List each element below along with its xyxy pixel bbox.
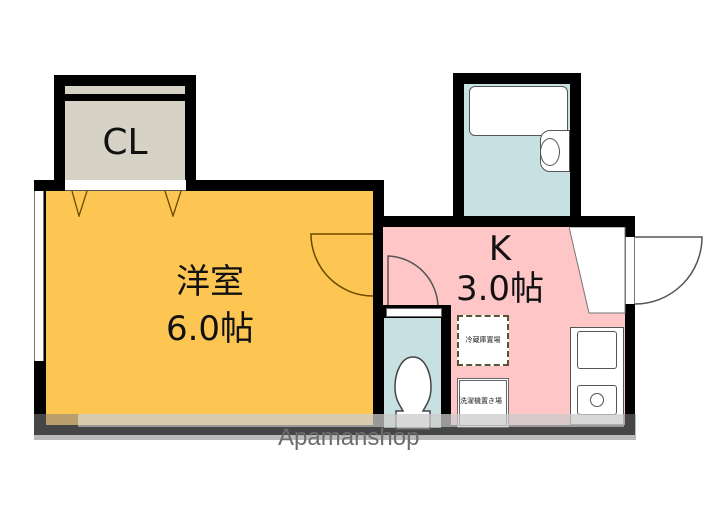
western-room: [46, 191, 373, 425]
fridge-space: [457, 315, 509, 366]
washbasin-bowl: [540, 138, 560, 166]
closet-folding-door-icon: [71, 191, 182, 217]
sink: [577, 331, 617, 369]
western-room-door-swing-icon: [310, 233, 374, 297]
western-room-size: 6.0帖: [165, 309, 255, 349]
kitchen-size: 3.0帖: [455, 269, 545, 309]
bathtub: [469, 86, 568, 136]
fridge-space-label: 冷蔵庫置場: [465, 336, 501, 344]
closet-label: CL: [102, 122, 148, 163]
closet-shelf: [65, 86, 185, 94]
western-room-name: 洋室: [176, 262, 244, 302]
toilet-door-swing-icon: [387, 255, 439, 309]
entrance-area: [569, 227, 626, 314]
toilet-door: [386, 308, 442, 317]
entrance-door-opening: [625, 237, 635, 304]
entrance-door-swing-icon: [634, 236, 703, 305]
kitchen-name: K: [488, 229, 512, 269]
stove-burner-icon: [590, 393, 604, 407]
closet-interior: [65, 101, 185, 181]
closet-door-opening: [65, 180, 186, 191]
watermark-band: [34, 414, 636, 440]
left-window: [34, 191, 44, 361]
washer-space-label: 洗濯機置き場: [460, 397, 502, 405]
watermark-text: Apamanshop: [278, 424, 420, 451]
watermark-band-light: [78, 414, 624, 427]
